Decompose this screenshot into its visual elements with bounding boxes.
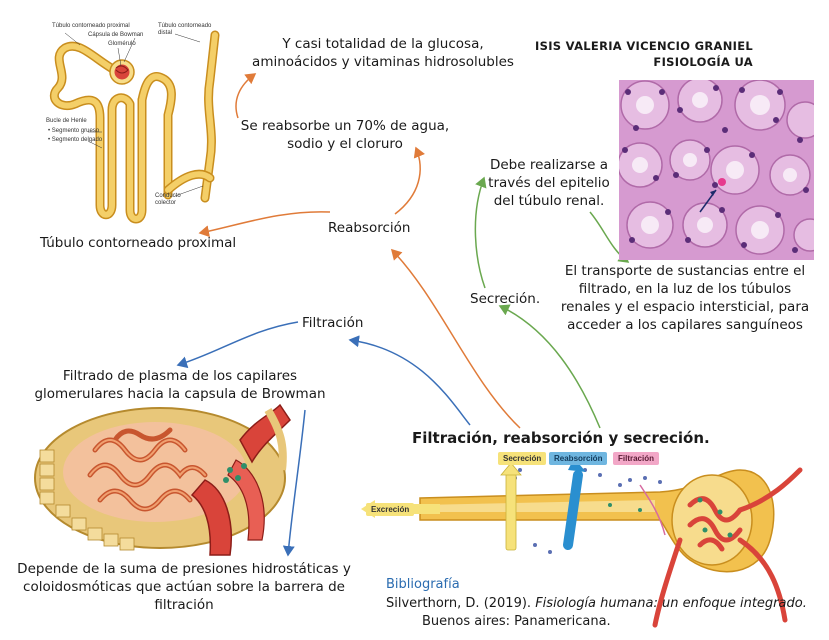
label-segmento-delgado: • Segmento delgado [48, 137, 103, 143]
bibliography-title: Bibliografía [386, 577, 460, 592]
label-glomerulo: Glomérulo [108, 41, 136, 47]
arrow-to-reabsorcion [390, 248, 521, 429]
arrow-to-filtrado [176, 321, 299, 369]
label-segmento-grueso: • Segmento grueso [48, 128, 100, 134]
label-bucle-henle: Bucle de Henle [46, 118, 87, 124]
author-name: ISIS VALERIA VICENCIO GRANIEL [535, 39, 753, 53]
node-reabsorcion: Reabsorción [328, 220, 411, 236]
bibliography-author: Silverthorn, D. (2019). [386, 596, 536, 611]
bibliography-publisher: Buenos aires: Panamericana. [422, 614, 611, 629]
author-subject: FISIOLOGÍA UA [653, 55, 753, 69]
bibliography-entry: Silverthorn, D. (2019). Fisiología human… [386, 595, 807, 631]
legend-secrecion: Secreción [498, 452, 547, 465]
legend-reabsorcion: Reabsorción [549, 452, 608, 465]
arrow-to-epitelio [474, 176, 487, 289]
label-capsula-bowman: Cápsula de Bowman [88, 32, 144, 38]
node-filtracion: Filtración [302, 315, 364, 331]
author-block: ISIS VALERIA VICENCIO GRANIEL FISIOLOGÍA… [535, 38, 753, 70]
arrow-to-secrecion [498, 304, 601, 429]
central-topic: Filtración, reabsorción y secreción. [412, 429, 710, 447]
arrow-to-tubulo-proximal [198, 211, 331, 238]
arrow-to-glucosa [235, 73, 257, 119]
node-secrecion: Secreción. [470, 291, 541, 307]
node-reabsorbe-agua: Se reabsorbe un 70% de agua,sodio y el c… [240, 118, 450, 152]
node-glucosa: Y casi totalidad de la glucosa,aminoácid… [252, 36, 514, 70]
bibliography-book-title: Fisiología humana: un enfoque integrado. [535, 596, 807, 611]
legend-filtracion: Filtración [613, 452, 660, 465]
arrow-to-presiones [282, 409, 306, 557]
label-tubulo-proximal: Túbulo contorneado proximal [52, 23, 130, 29]
legend-excrecion: Excreción [366, 503, 415, 516]
arrow-to-filtracion [348, 335, 471, 426]
node-presiones: Depende de la suma de presiones hidrostá… [17, 561, 351, 613]
node-tubulo-proximal: Túbulo contorneado proximal [40, 235, 237, 251]
arrow-to-reabsorbe-agua [394, 146, 425, 215]
